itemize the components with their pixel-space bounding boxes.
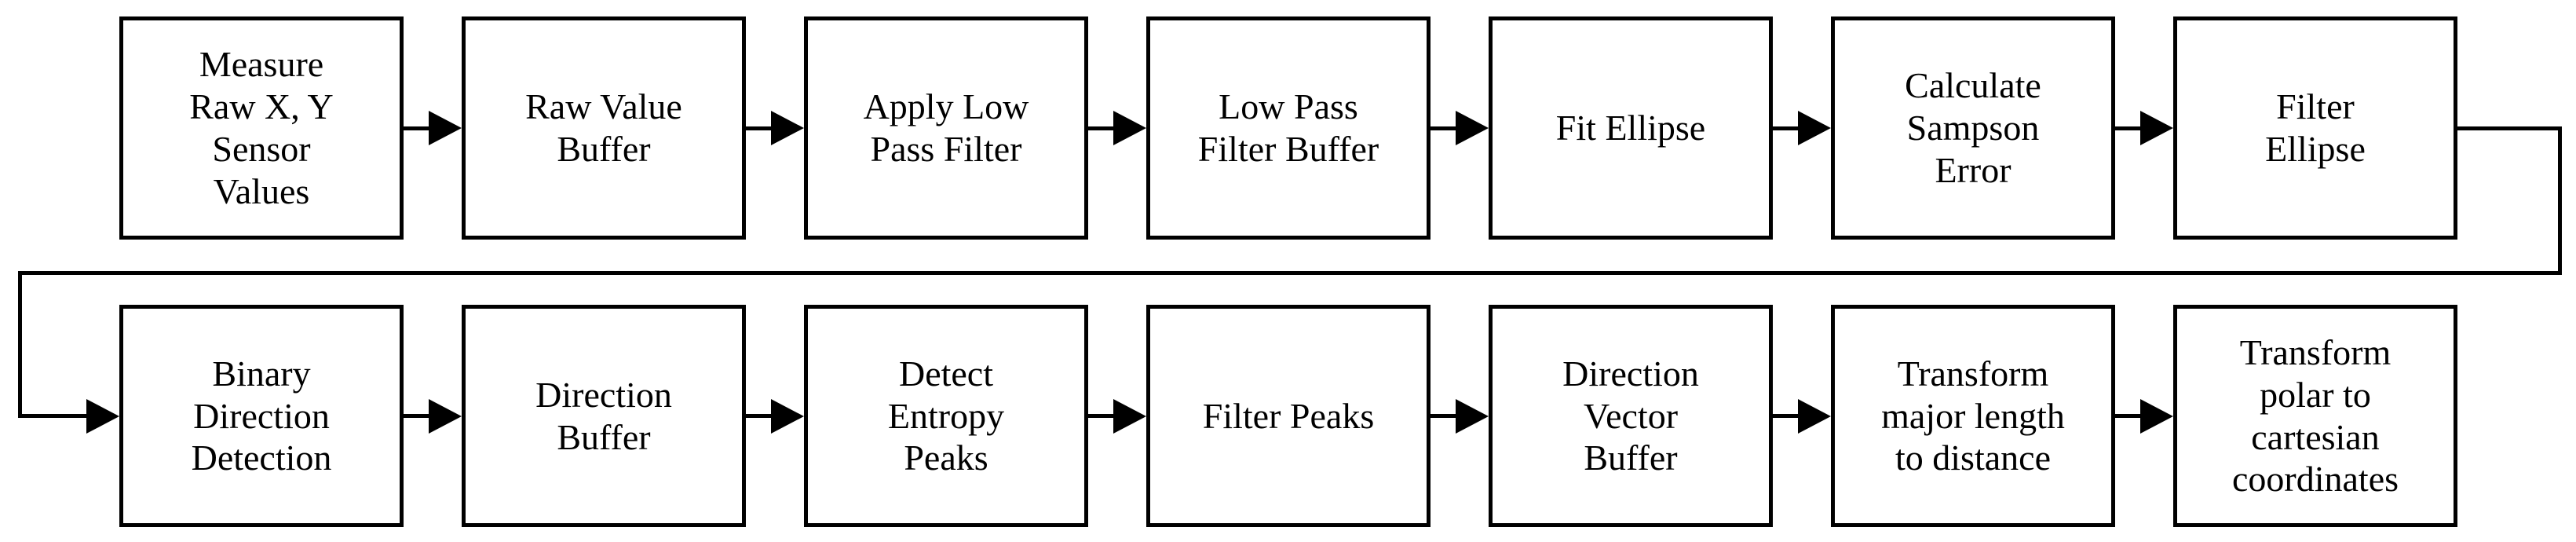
arrow-right-icon xyxy=(404,398,462,434)
box-label: Low Pass Filter Buffer xyxy=(1197,86,1379,169)
flow-box-filter-peaks: Filter Peaks xyxy=(1146,305,1431,527)
flow-box-measure-raw-sensor-values: Measure Raw X, Y Sensor Values xyxy=(119,16,404,240)
arrow-head xyxy=(1798,398,1831,434)
connector-segment-right-vertical xyxy=(2558,126,2562,275)
arrow-head xyxy=(1113,111,1146,145)
box-label: Transform polar to cartesian coordinates xyxy=(2231,331,2399,500)
arrow-shaft xyxy=(1431,414,1456,418)
arrow-right-icon xyxy=(1431,398,1489,434)
flow-box-fit-ellipse: Fit Ellipse xyxy=(1489,16,1773,240)
arrow-right-icon xyxy=(2115,398,2173,434)
flow-box-low-pass-filter-buffer: Low Pass Filter Buffer xyxy=(1146,16,1431,240)
arrow-shaft xyxy=(746,414,771,418)
arrow-head xyxy=(771,398,804,434)
arrow-right-icon xyxy=(1088,111,1146,145)
box-label: Binary Direction Detection xyxy=(191,353,332,478)
connector-segment-middle-horizontal xyxy=(18,271,2562,275)
connector-arrow-head xyxy=(86,399,119,434)
arrow-head xyxy=(429,111,462,145)
box-label: Raw Value Buffer xyxy=(525,86,682,169)
arrow-right-icon xyxy=(746,398,804,434)
arrow-shaft xyxy=(1431,126,1456,130)
box-label: Filter Ellipse xyxy=(2265,86,2366,169)
arrow-right-icon xyxy=(1431,111,1489,145)
arrow-shaft xyxy=(404,414,429,418)
arrow-head xyxy=(1456,398,1489,434)
flow-row-2: Binary Direction Detection Direction Buf… xyxy=(119,305,2457,527)
arrow-shaft xyxy=(1088,126,1113,130)
flow-row-1: Measure Raw X, Y Sensor Values Raw Value… xyxy=(119,16,2457,240)
arrow-shaft xyxy=(746,126,771,130)
arrow-right-icon xyxy=(404,111,462,145)
box-label: Direction Buffer xyxy=(535,374,672,457)
arrow-shaft xyxy=(1773,414,1798,418)
box-label: Filter Peaks xyxy=(1202,395,1375,436)
box-label: Calculate Sampson Error xyxy=(1905,65,2041,190)
arrow-head xyxy=(1798,111,1831,145)
box-label: Apply Low Pass Filter xyxy=(863,86,1029,169)
arrow-shaft xyxy=(404,126,429,130)
connector-segment-left-horizontal xyxy=(18,414,90,418)
arrow-head xyxy=(429,398,462,434)
flow-box-direction-buffer: Direction Buffer xyxy=(462,305,746,527)
box-label: Measure Raw X, Y Sensor Values xyxy=(189,44,334,211)
arrow-shaft xyxy=(2115,126,2140,130)
arrow-shaft xyxy=(1773,126,1798,130)
flow-box-transform-major-length-to-distance: Transform major length to distance xyxy=(1831,305,2115,527)
box-label: Direction Vector Buffer xyxy=(1562,353,1699,478)
arrow-shaft xyxy=(2115,414,2140,418)
arrow-right-icon xyxy=(1773,398,1831,434)
arrow-right-icon xyxy=(1088,398,1146,434)
flow-box-raw-value-buffer: Raw Value Buffer xyxy=(462,16,746,240)
flow-box-binary-direction-detection: Binary Direction Detection xyxy=(119,305,404,527)
arrow-head xyxy=(1113,398,1146,434)
flow-box-calculate-sampson-error: Calculate Sampson Error xyxy=(1831,16,2115,240)
connector-segment-right-horizontal xyxy=(2454,126,2562,130)
flow-box-direction-vector-buffer: Direction Vector Buffer xyxy=(1489,305,1773,527)
arrow-right-icon xyxy=(746,111,804,145)
connector-segment-left-vertical xyxy=(18,271,22,418)
arrow-head xyxy=(2140,111,2173,145)
box-label: Transform major length to distance xyxy=(1881,353,2065,478)
arrow-head xyxy=(771,111,804,145)
flow-box-transform-polar-to-cartesian: Transform polar to cartesian coordinates xyxy=(2173,305,2457,527)
flow-box-filter-ellipse: Filter Ellipse xyxy=(2173,16,2457,240)
flow-box-detect-entropy-peaks: Detect Entropy Peaks xyxy=(804,305,1088,527)
arrow-shaft xyxy=(1088,414,1113,418)
arrow-head xyxy=(2140,398,2173,434)
arrow-head xyxy=(1456,111,1489,145)
flow-box-apply-low-pass-filter: Apply Low Pass Filter xyxy=(804,16,1088,240)
arrow-right-icon xyxy=(2115,111,2173,145)
box-label: Detect Entropy Peaks xyxy=(887,353,1005,478)
box-label: Fit Ellipse xyxy=(1555,108,1706,148)
arrow-right-icon xyxy=(1773,111,1831,145)
